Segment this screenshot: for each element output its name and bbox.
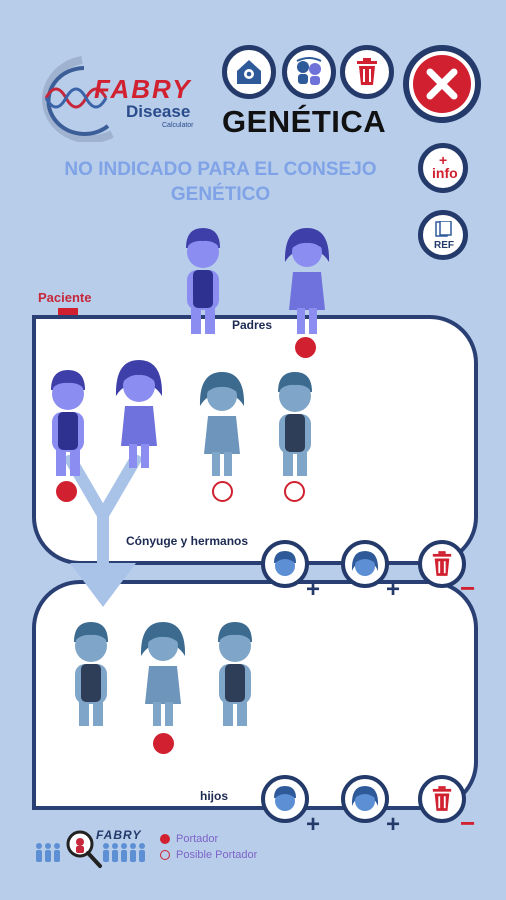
remove-sibling-minus[interactable]: − (460, 573, 476, 603)
add-son-plus[interactable]: + (306, 811, 321, 838)
add-sister-plus[interactable]: + (386, 576, 401, 603)
logo-brand: FABRY (94, 74, 192, 104)
mother-carrier-dot (295, 337, 316, 358)
document-icon (435, 221, 452, 237)
spouse-figure (115, 360, 163, 468)
spouse-siblings-label: Cónyuge y hermanos (126, 534, 249, 548)
info-plus-icon: + (439, 152, 448, 168)
add-daughter-plus[interactable]: + (386, 811, 401, 838)
delete-all-button[interactable] (340, 45, 394, 99)
trash-icon (432, 551, 452, 576)
ref-label: REF (434, 240, 454, 251)
add-son-button[interactable] (261, 775, 309, 823)
logo-dna-icon (42, 56, 114, 144)
references-button[interactable]: REF (418, 210, 468, 260)
legend-carrier-dot (160, 834, 170, 844)
info-button[interactable]: + info (418, 143, 468, 193)
girl-icon (351, 786, 379, 811)
legend-family-icon (36, 830, 145, 868)
parent-father-figure (186, 228, 220, 334)
boy-icon (274, 551, 296, 576)
home-button[interactable] (222, 45, 276, 99)
info-label: info (432, 165, 458, 181)
parents-label: Padres (232, 318, 273, 332)
add-brother-button[interactable] (261, 540, 309, 588)
warning-text: NO INDICADO PARA EL CONSEJO GENÉTICO (64, 159, 377, 205)
fabry-logo: FABRY Disease Calculator (22, 52, 222, 144)
brother-possible-carrier-dot (284, 481, 305, 502)
daughter-carrier-dot (153, 733, 174, 754)
close-icon (413, 55, 471, 113)
child-son-1-figure (74, 622, 108, 726)
sibling-brother-figure (278, 372, 312, 476)
add-sister-button[interactable] (341, 540, 389, 588)
parent-mother-figure (284, 228, 330, 334)
sister-possible-carrier-dot (212, 481, 233, 502)
remove-sibling-button[interactable] (418, 540, 466, 588)
child-daughter-figure (140, 622, 186, 726)
remove-child-button[interactable] (418, 775, 466, 823)
patient-label: Paciente (38, 290, 92, 305)
legend-carrier-label: Portador (176, 833, 219, 845)
page-title: GENÉTICA (222, 104, 387, 139)
remove-child-minus[interactable]: − (460, 808, 476, 838)
girl-icon (351, 551, 379, 576)
couple-swap-icon (296, 57, 322, 85)
logo-tag: Calculator (162, 122, 194, 129)
legend-brand: FABRY (96, 828, 142, 842)
patient-figure (51, 370, 85, 476)
sibling-sister-figure (199, 372, 245, 476)
home-icon (237, 60, 261, 84)
legend-possible-carrier-label: Posible Portador (176, 849, 258, 861)
switch-family-button[interactable] (282, 45, 336, 99)
close-button[interactable] (403, 45, 481, 123)
patient-carrier-dot (56, 481, 77, 502)
children-label: hijos (200, 789, 229, 803)
add-brother-plus[interactable]: + (306, 576, 321, 603)
logo-sub: Disease (126, 102, 191, 121)
trash-icon (357, 58, 377, 85)
child-son-2-figure (218, 622, 252, 726)
boy-icon (274, 786, 296, 811)
add-daughter-button[interactable] (341, 775, 389, 823)
legend-possible-carrier-dot (160, 850, 170, 860)
trash-icon (432, 786, 452, 811)
